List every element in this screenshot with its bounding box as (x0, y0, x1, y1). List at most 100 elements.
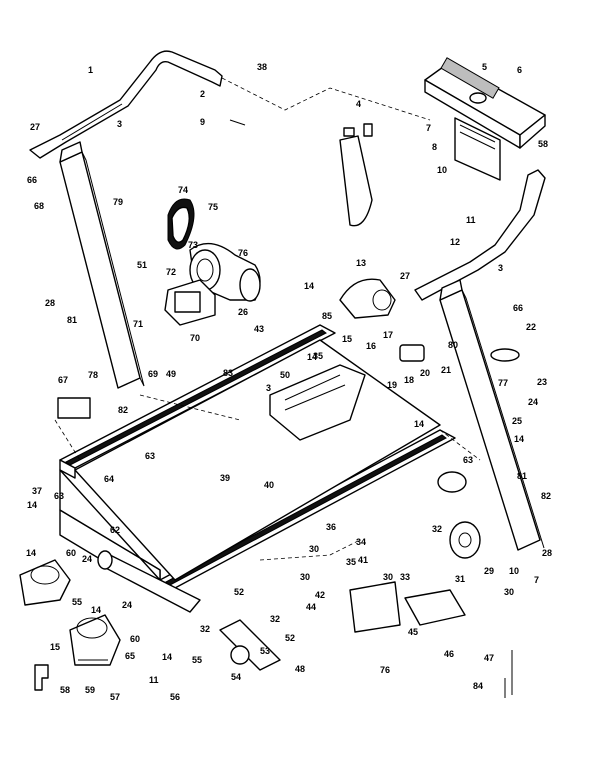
motor-assembly (164, 198, 261, 326)
callout-8: 8 (432, 142, 437, 152)
callout-63: 63 (145, 451, 155, 461)
callout-31: 31 (455, 574, 465, 584)
callout-56: 56 (170, 692, 180, 702)
callout-22: 22 (526, 322, 536, 332)
callout-30: 30 (309, 544, 319, 554)
callout-20: 20 (420, 368, 430, 378)
callout-44: 44 (306, 602, 316, 612)
callout-29: 29 (484, 566, 494, 576)
callout-67: 67 (58, 375, 68, 385)
callout-15: 15 (50, 642, 60, 652)
callout-24: 24 (122, 600, 132, 610)
callout-36: 36 (326, 522, 336, 532)
callout-71: 71 (133, 319, 143, 329)
callout-14: 14 (91, 605, 101, 615)
callout-17: 17 (383, 330, 393, 340)
callout-15: 15 (342, 334, 352, 344)
small-parts (34, 119, 520, 698)
callout-63: 63 (54, 491, 64, 501)
callout-3: 3 (266, 383, 271, 393)
callout-48: 48 (295, 664, 305, 674)
callout-49: 49 (166, 369, 176, 379)
callout-14: 14 (26, 548, 36, 558)
callout-40: 40 (264, 480, 274, 490)
wire-harness (339, 123, 373, 227)
callout-60: 60 (66, 548, 76, 558)
callout-30: 30 (300, 572, 310, 582)
callout-14: 14 (514, 434, 524, 444)
callout-11: 11 (149, 675, 159, 685)
callout-55: 55 (192, 655, 202, 665)
callout-84: 84 (473, 681, 483, 691)
callout-14: 14 (304, 281, 314, 291)
callout-33: 33 (400, 572, 410, 582)
callout-54: 54 (231, 672, 241, 682)
callout-21: 21 (441, 365, 451, 375)
callout-35: 35 (313, 351, 323, 361)
callout-82: 82 (118, 405, 128, 415)
callout-50: 50 (280, 370, 290, 380)
callout-62: 62 (110, 525, 120, 535)
callout-6: 6 (517, 65, 522, 75)
assembly-lines (54, 77, 481, 561)
callout-39: 39 (220, 473, 230, 483)
callout-51: 51 (137, 260, 147, 270)
callout-32: 32 (200, 624, 210, 634)
callout-52: 52 (234, 587, 244, 597)
callout-7: 7 (426, 123, 431, 133)
callout-35: 35 (346, 557, 356, 567)
bracket-plates (349, 581, 466, 633)
callout-45: 45 (408, 627, 418, 637)
callout-27: 27 (30, 122, 40, 132)
callout-25: 25 (512, 416, 522, 426)
callout-76: 76 (380, 665, 390, 675)
callout-77: 77 (498, 378, 508, 388)
callout-32: 32 (432, 524, 442, 534)
callout-14: 14 (27, 500, 37, 510)
callout-83: 83 (223, 368, 233, 378)
console (424, 57, 546, 181)
callout-38: 38 (257, 62, 267, 72)
callout-59: 59 (85, 685, 95, 695)
callout-65: 65 (125, 651, 135, 661)
callout-12: 12 (450, 237, 460, 247)
callout-34: 34 (356, 537, 366, 547)
callout-79: 79 (113, 197, 123, 207)
callout-10: 10 (509, 566, 519, 576)
callout-26: 26 (238, 307, 248, 317)
callout-11: 11 (466, 215, 476, 225)
callout-63: 63 (463, 455, 473, 465)
callout-70: 70 (190, 333, 200, 343)
callout-37: 37 (32, 486, 42, 496)
handrail-right (414, 169, 546, 301)
callout-24: 24 (82, 554, 92, 564)
motor-cover (339, 278, 396, 319)
callout-19: 19 (387, 380, 397, 390)
callout-18: 18 (404, 375, 414, 385)
callout-24: 24 (528, 397, 538, 407)
callout-28: 28 (45, 298, 55, 308)
callout-3: 3 (498, 263, 503, 273)
callout-46: 46 (444, 649, 454, 659)
callout-14: 14 (162, 652, 172, 662)
rollers (97, 550, 281, 671)
callout-76: 76 (238, 248, 248, 258)
callout-43: 43 (254, 324, 264, 334)
callout-81: 81 (67, 315, 77, 325)
callout-16: 16 (366, 341, 376, 351)
callout-60: 60 (130, 634, 140, 644)
callout-2: 2 (200, 89, 205, 99)
callout-73: 73 (188, 240, 198, 250)
callout-69: 69 (148, 369, 158, 379)
rear-foot (69, 614, 121, 666)
callout-58: 58 (60, 685, 70, 695)
callout-27: 27 (400, 271, 410, 281)
callout-66: 66 (513, 303, 523, 313)
upright-left (59, 141, 145, 389)
callout-74: 74 (178, 185, 188, 195)
callout-58: 58 (538, 139, 548, 149)
callout-80: 80 (448, 340, 458, 350)
callout-1: 1 (88, 65, 93, 75)
